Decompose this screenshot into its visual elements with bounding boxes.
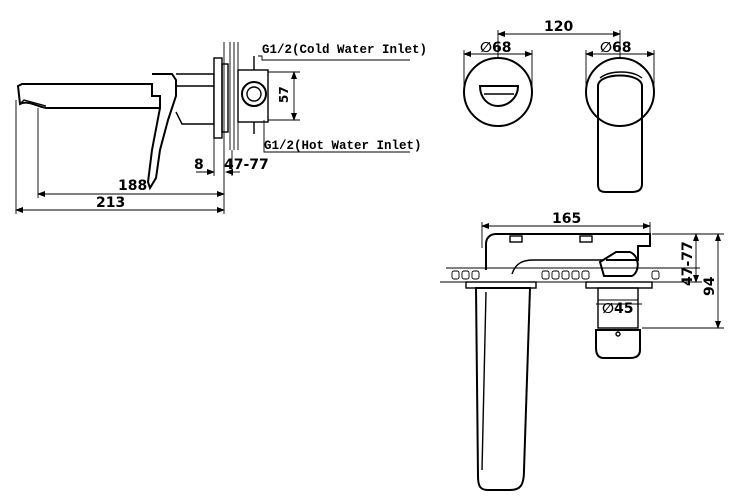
- spout-down-body: [474, 287, 532, 491]
- escutcheon-body: [175, 73, 215, 125]
- wall-tile: [651, 270, 660, 280]
- valve-handle-bottom: [595, 329, 641, 359]
- handle-lever: [597, 74, 643, 193]
- inlet-circle-outer: [241, 81, 267, 107]
- dim-213-label: 213: [96, 195, 125, 211]
- handle-rosette: [585, 57, 655, 127]
- valve-wall-plate: [585, 281, 653, 289]
- top-view: 165 ∅45 47-77 94: [440, 211, 724, 491]
- front-view: 120 ∅68 ∅68: [463, 19, 655, 193]
- valve-box: [237, 69, 269, 123]
- wall-tile: [561, 270, 570, 280]
- dim-94-vlabel: 94: [702, 276, 718, 296]
- dim-45-label: ∅45: [602, 301, 633, 317]
- hot-inlet-leader: [263, 120, 410, 153]
- spout-top-inner: [511, 259, 604, 275]
- valve-handle-top: [598, 251, 639, 277]
- dim-57-label: 57: [277, 86, 291, 103]
- dim-8-label: 8: [194, 157, 204, 173]
- wall-tile: [571, 270, 580, 280]
- cold-inlet-label: G1/2(Cold Water Inlet): [262, 43, 427, 57]
- inlet-circle-inner: [246, 86, 262, 102]
- dim-165-label: 165: [552, 211, 581, 227]
- spout-outlet: [478, 85, 520, 108]
- dim-68-right-label: ∅68: [600, 40, 631, 56]
- dim-68-left-label: ∅68: [480, 40, 511, 56]
- wall-tile: [581, 270, 590, 280]
- wall-tile: [451, 270, 460, 280]
- spout-top-slot-left: [509, 235, 523, 243]
- dim-188-label: 188: [118, 178, 147, 194]
- wall-tile: [471, 270, 480, 280]
- wall-plate: [213, 57, 223, 139]
- dim-120-label: 120: [544, 19, 573, 35]
- valve-screw: [615, 331, 621, 337]
- hot-inlet-label: G1/2(Hot Water Inlet): [264, 139, 422, 153]
- cold-inlet-leader: [258, 55, 410, 61]
- wall-plate-inner: [221, 63, 229, 133]
- side-view: G1/2(Cold Water Inlet) G1/2(Hot Water In…: [15, 42, 427, 214]
- wall-tile: [551, 270, 560, 280]
- spout-top-slot-right: [579, 235, 593, 243]
- spout-top-outline: [485, 233, 651, 270]
- spout-down-edge: [481, 291, 487, 471]
- handle-top-arc: [599, 71, 643, 79]
- lever-body: [146, 73, 177, 191]
- valve-cartridge: [597, 287, 639, 329]
- dim-47-77-vlabel: 47-77: [680, 241, 696, 286]
- wall-tiles: [451, 270, 660, 280]
- dim-47-77-label: 47-77: [224, 157, 269, 173]
- spout-lower: [19, 99, 47, 107]
- spout-outline: [16, 83, 161, 109]
- spout-rosette: [463, 57, 533, 127]
- wall-tile: [541, 270, 550, 280]
- wall-tile: [461, 270, 470, 280]
